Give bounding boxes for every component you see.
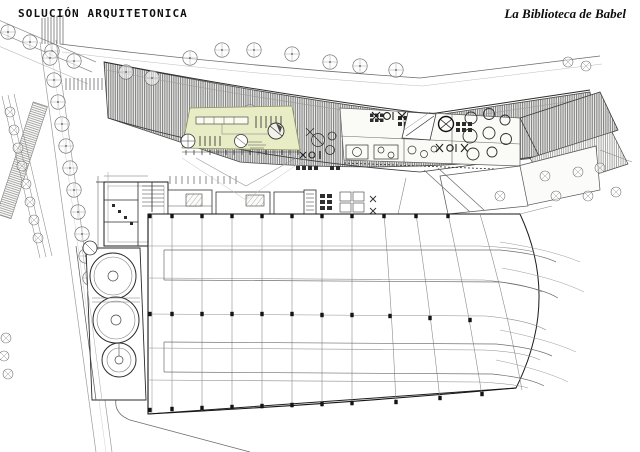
rotunda-upper	[89, 252, 137, 300]
rotunda-lower	[101, 342, 137, 378]
rotunda-middle	[92, 296, 140, 344]
main-structural-grid-hall	[147, 213, 585, 415]
east-detached-roof-panels	[397, 91, 629, 215]
west-circular-rotundas	[75, 240, 147, 401]
highlighted-program-zone	[180, 105, 301, 155]
circular-desk-symbol	[180, 133, 196, 149]
page-title-right: La Biblioteca de Babel	[504, 6, 626, 21]
site-boundary-lines	[96, 149, 633, 250]
northwest-tree-lined-paths	[0, 15, 251, 452]
bay-band	[163, 249, 559, 299]
east-furniture-symbol-cluster	[339, 107, 521, 171]
west-symbol-blob	[296, 127, 340, 170]
bay-band	[163, 341, 553, 387]
lounge-seating-symbols	[437, 108, 512, 161]
page-title-left: SOLUCIÓN ARQUITETONICA	[18, 7, 188, 20]
